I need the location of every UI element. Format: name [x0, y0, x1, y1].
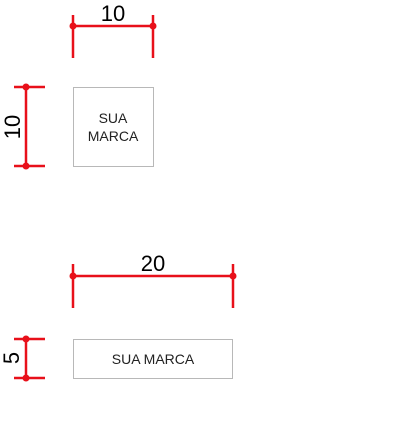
square-brand-box: SUA MARCA: [73, 87, 154, 167]
rect-width-dot-left: [69, 272, 77, 280]
rect-height-label: 5: [0, 352, 24, 364]
square-width-dimension: 10: [69, 1, 157, 58]
square-height-dot-bottom: [22, 162, 30, 170]
square-box-text-line2: MARCA: [88, 128, 139, 144]
rect-width-label: 20: [141, 251, 165, 276]
rect-height-dot-bottom: [22, 374, 30, 382]
square-width-label: 10: [101, 1, 125, 26]
square-box-outline: [73, 87, 154, 167]
rect-height-dimension: 5: [0, 335, 45, 382]
square-width-dot-left: [69, 22, 77, 30]
square-height-dot-top: [22, 83, 30, 91]
rect-width-dot-right: [229, 272, 237, 280]
square-box-text-line1: SUA: [99, 110, 128, 126]
square-width-dot-right: [149, 22, 157, 30]
rect-brand-box: SUA MARCA: [73, 339, 233, 379]
square-height-dimension: 10: [0, 83, 45, 170]
rect-width-dimension: 20: [69, 251, 237, 308]
square-height-label: 10: [0, 115, 25, 139]
rect-box-outline: [73, 339, 233, 379]
rect-box-text: SUA MARCA: [112, 351, 195, 367]
rect-height-dot-top: [22, 335, 30, 343]
